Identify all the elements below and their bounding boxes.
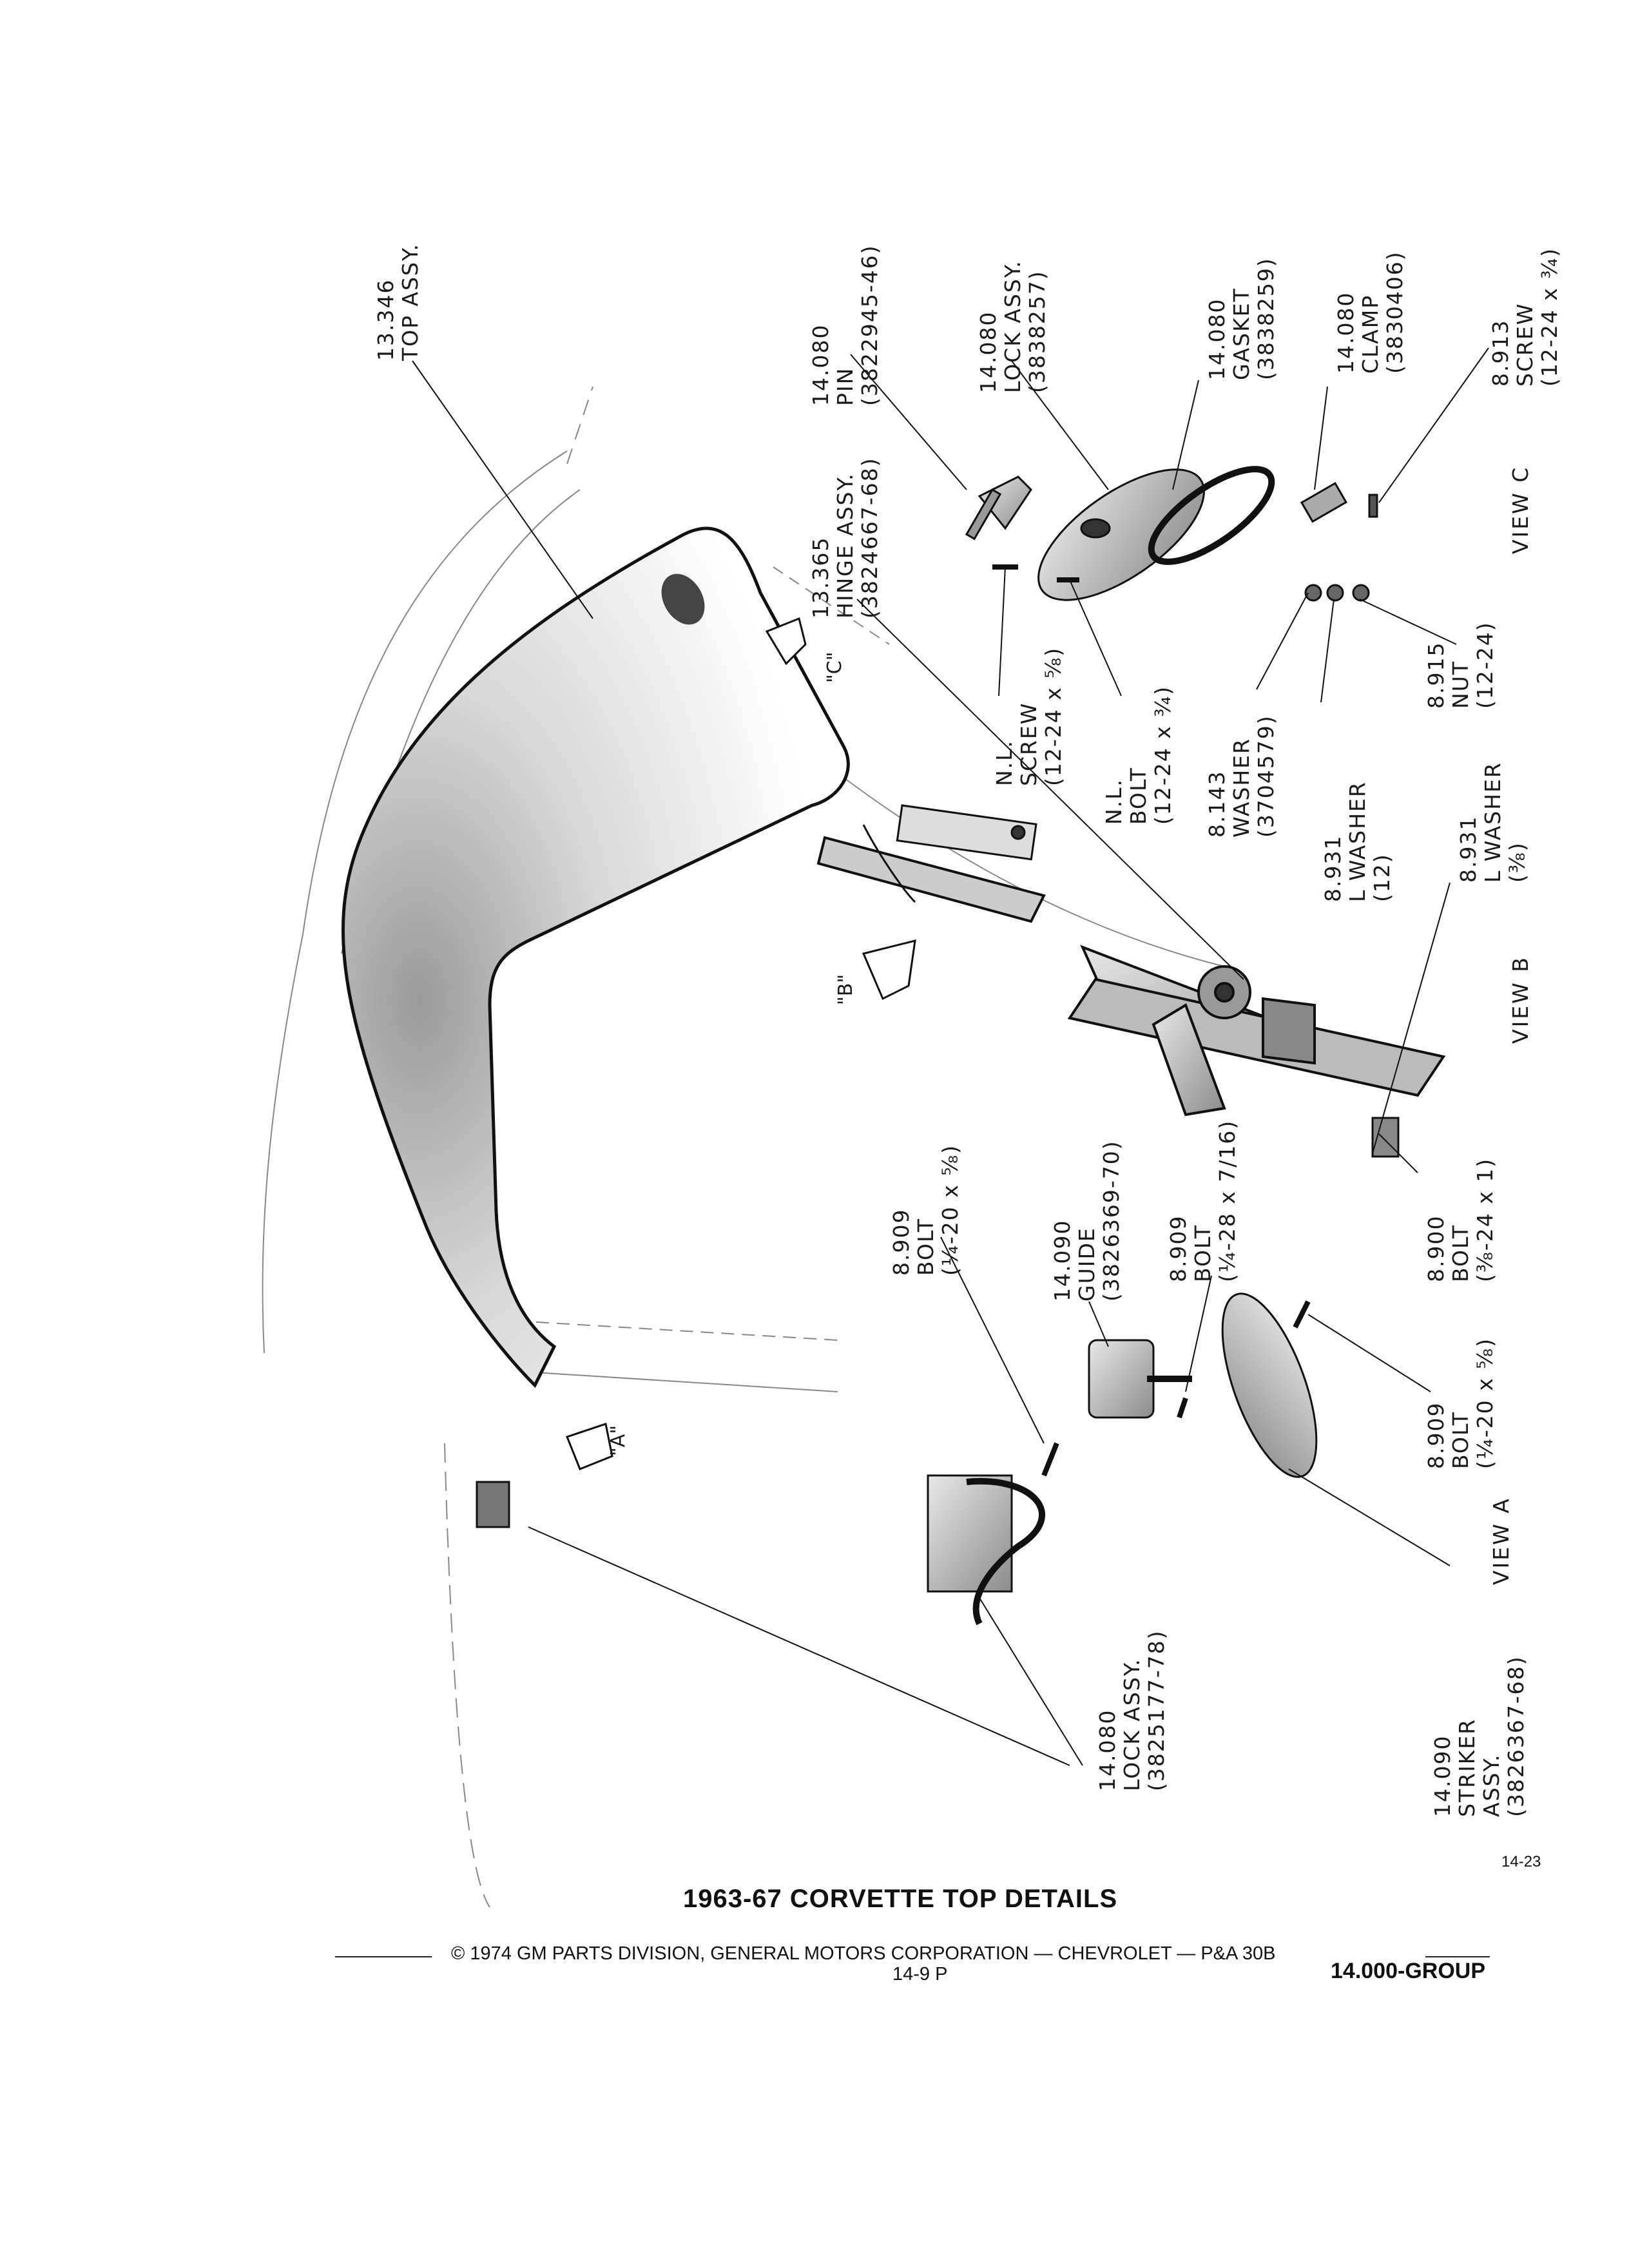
top-latch-boss [661, 573, 705, 625]
group-number: 14.000-GROUP [1331, 1959, 1485, 1983]
footer-rule-left [335, 1956, 432, 1957]
view-c-parts [965, 466, 1378, 602]
view-marker-b: "B" [834, 974, 857, 1005]
page-number: 14-9 P [892, 1964, 948, 1984]
view-arrows [566, 617, 916, 1470]
view-c-caption: VIEW C [1508, 465, 1533, 554]
view-marker-c: "C" [824, 651, 846, 683]
page-title: 1963-67 CORVETTE TOP DETAILS [683, 1885, 1118, 1913]
leader-lines [412, 347, 1489, 1766]
view-a-parts [476, 1117, 1400, 1626]
callout-nl-screw: N.L.SCREW(12-24 x ⅝) [992, 646, 1066, 786]
view-a-caption: VIEW A [1489, 1497, 1514, 1585]
copyright-line: © 1974 GM PARTS DIVISION, GENERAL MOTORS… [451, 1943, 1276, 1964]
hinge-assembly-drawing [816, 836, 1446, 1117]
top-assy-shell [341, 526, 850, 1389]
page-reference: 14-23 [1501, 1853, 1541, 1870]
hinge-plate [862, 804, 1037, 903]
footer-rule-right [1425, 1956, 1490, 1957]
callout-nl-bolt: N.L.BOLT(12-24 x ¾) [1101, 685, 1175, 825]
view-marker-a: "A" [607, 1425, 630, 1456]
view-b-caption: VIEW B [1508, 956, 1533, 1044]
